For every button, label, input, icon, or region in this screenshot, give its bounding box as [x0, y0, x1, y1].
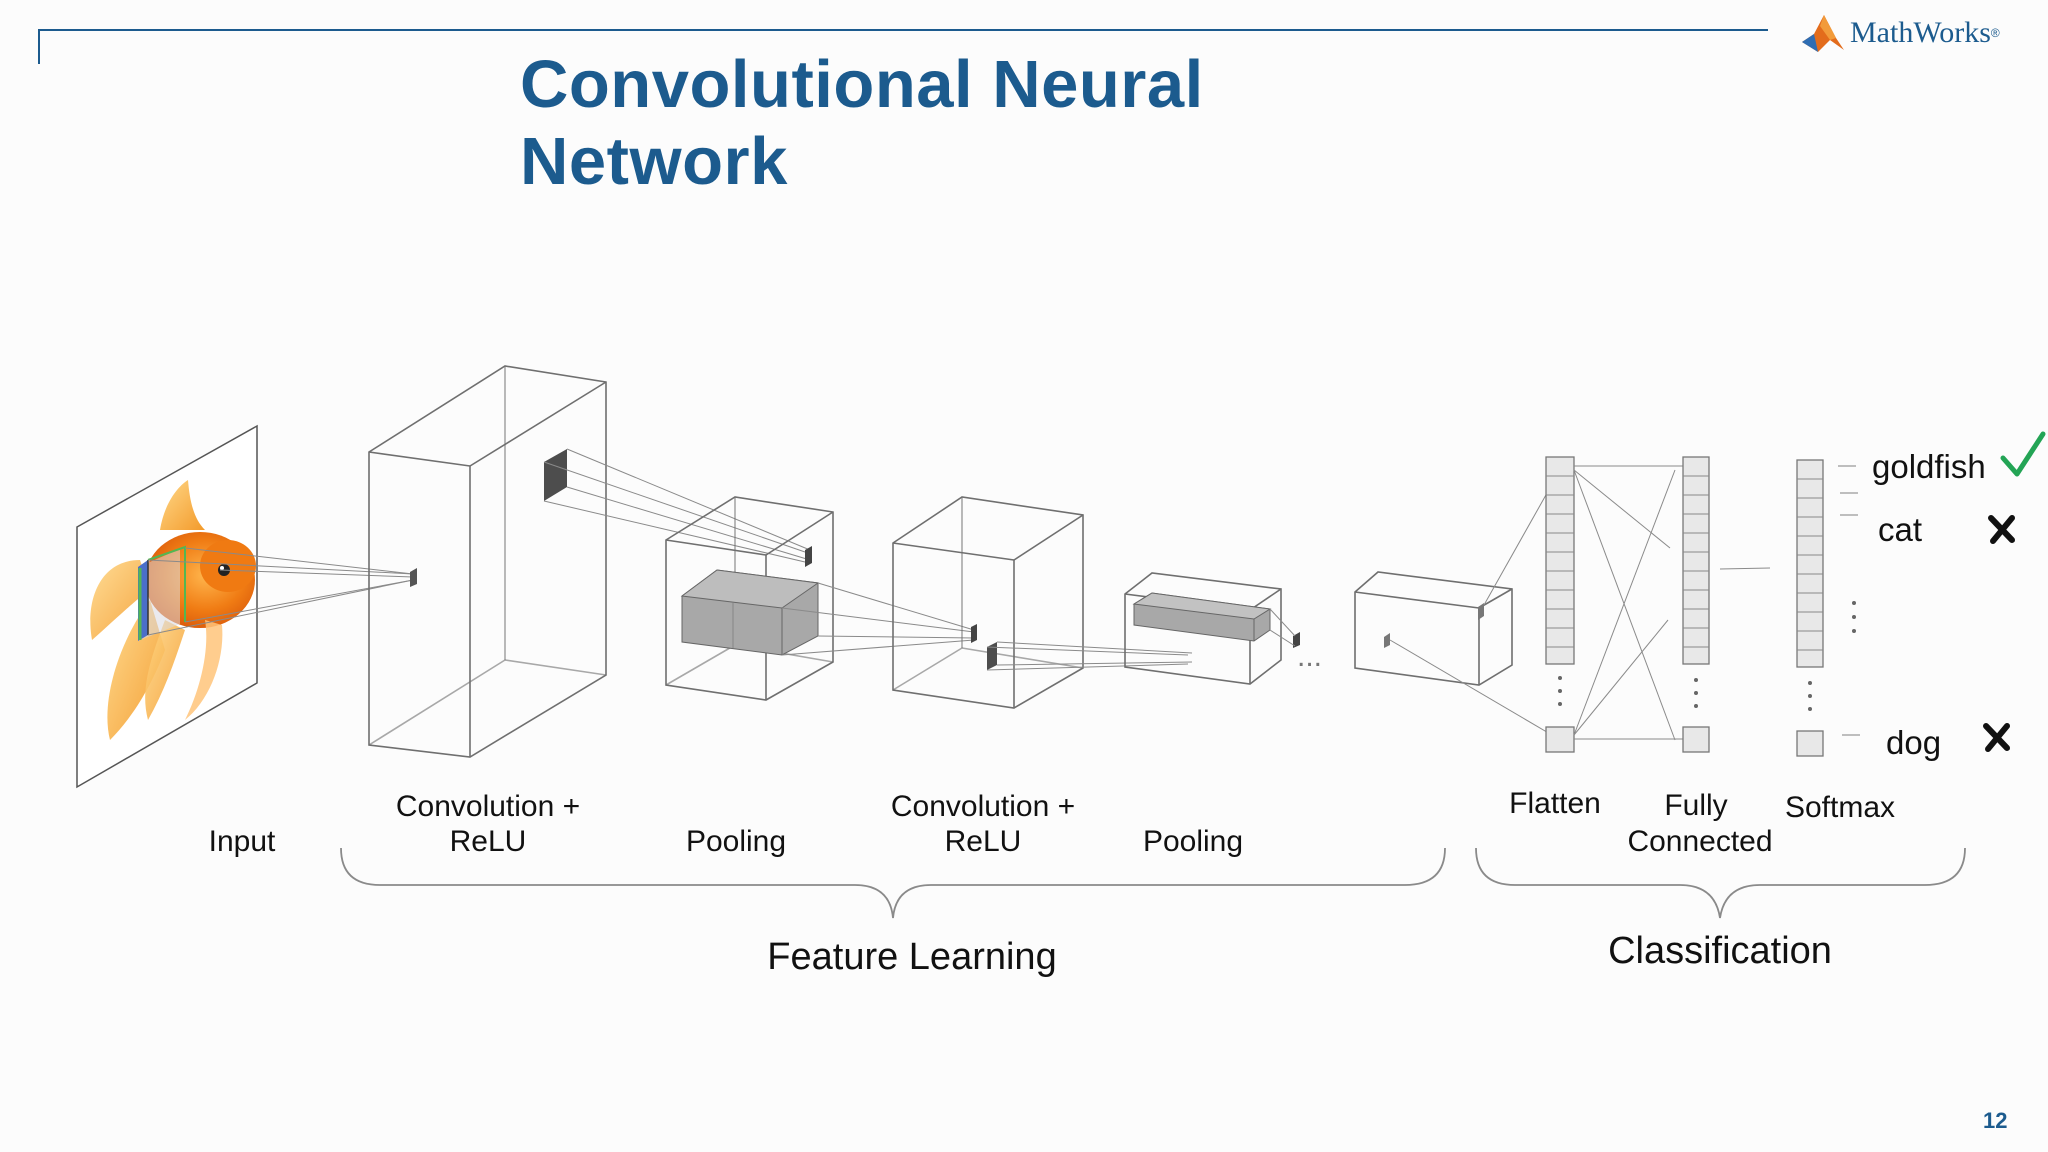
output-label-dog: dog [1886, 724, 1941, 761]
group-label-feature-learning: Feature Learning [767, 936, 1056, 978]
dense-connections [1573, 465, 1683, 741]
conv2-volume [892, 496, 1084, 709]
label-conv1-line1: Convolution + [396, 790, 580, 823]
projection-lines-3 [781, 582, 975, 656]
softmax-output-ticks [1838, 465, 1860, 736]
output-label-cat: cat [1878, 511, 1922, 548]
output-dots [1852, 601, 1856, 633]
flatten-layer [1545, 456, 1575, 753]
final-feature-volume [1354, 571, 1513, 686]
conv1-neuron [410, 568, 417, 587]
final-feature-neuron-a [1478, 603, 1484, 620]
goldfish-image [90, 480, 256, 740]
classification-brace [1475, 847, 1966, 919]
softmax-layer [1796, 459, 1824, 757]
projection-lines-5 [1269, 608, 1296, 647]
label-softmax: Softmax [1785, 791, 1895, 824]
conv1-volume [368, 365, 607, 758]
cross-icon [1983, 723, 2010, 752]
pool2-block [1132, 592, 1272, 642]
label-pool2: Pooling [1143, 825, 1243, 858]
logo-trademark: ® [1990, 26, 2000, 40]
pool1-block [680, 569, 820, 656]
continuation-ellipsis: ... [1297, 640, 1322, 673]
logo-text: MathWorks [1850, 16, 1991, 49]
projection-lines-4 [986, 641, 1193, 671]
final-feature-neuron-b [1384, 633, 1390, 648]
input-image [76, 424, 258, 789]
fc-to-softmax-connector [1719, 567, 1771, 570]
group-label-classification: Classification [1608, 930, 1832, 972]
label-input: Input [209, 825, 276, 858]
header-rule [38, 29, 1768, 64]
projection-lines-6 [1389, 469, 1561, 739]
conv1-receptive-field [544, 449, 567, 501]
matlab-membrane-icon [1802, 15, 1844, 52]
label-conv2-line2: ReLU [945, 825, 1022, 858]
cnn-diagram: ... [76, 365, 2046, 978]
label-conv1-line2: ReLU [450, 825, 527, 858]
page-title: Convolutional Neural Network [520, 47, 1204, 199]
page-number: 12 [1983, 1108, 2008, 1133]
mathworks-logo: MathWorks ® [1800, 12, 2000, 54]
checkmark-icon [2000, 431, 2046, 477]
cross-icon [1988, 515, 2015, 544]
label-fc-line2: Connected [1627, 825, 1772, 858]
feature-learning-brace [340, 847, 1446, 919]
label-pool1: Pooling [686, 825, 786, 858]
pool1-neuron [805, 546, 812, 567]
conv2-receptive-field [987, 642, 997, 670]
label-flatten: Flatten [1509, 787, 1601, 820]
label-fc-line1: Fully [1664, 789, 1727, 822]
output-label-goldfish: goldfish [1872, 448, 1986, 485]
fully-connected-layer [1682, 456, 1710, 753]
projection-lines-2 [543, 448, 811, 563]
label-conv2-line1: Convolution + [891, 790, 1075, 823]
conv2-neuron [971, 624, 977, 643]
